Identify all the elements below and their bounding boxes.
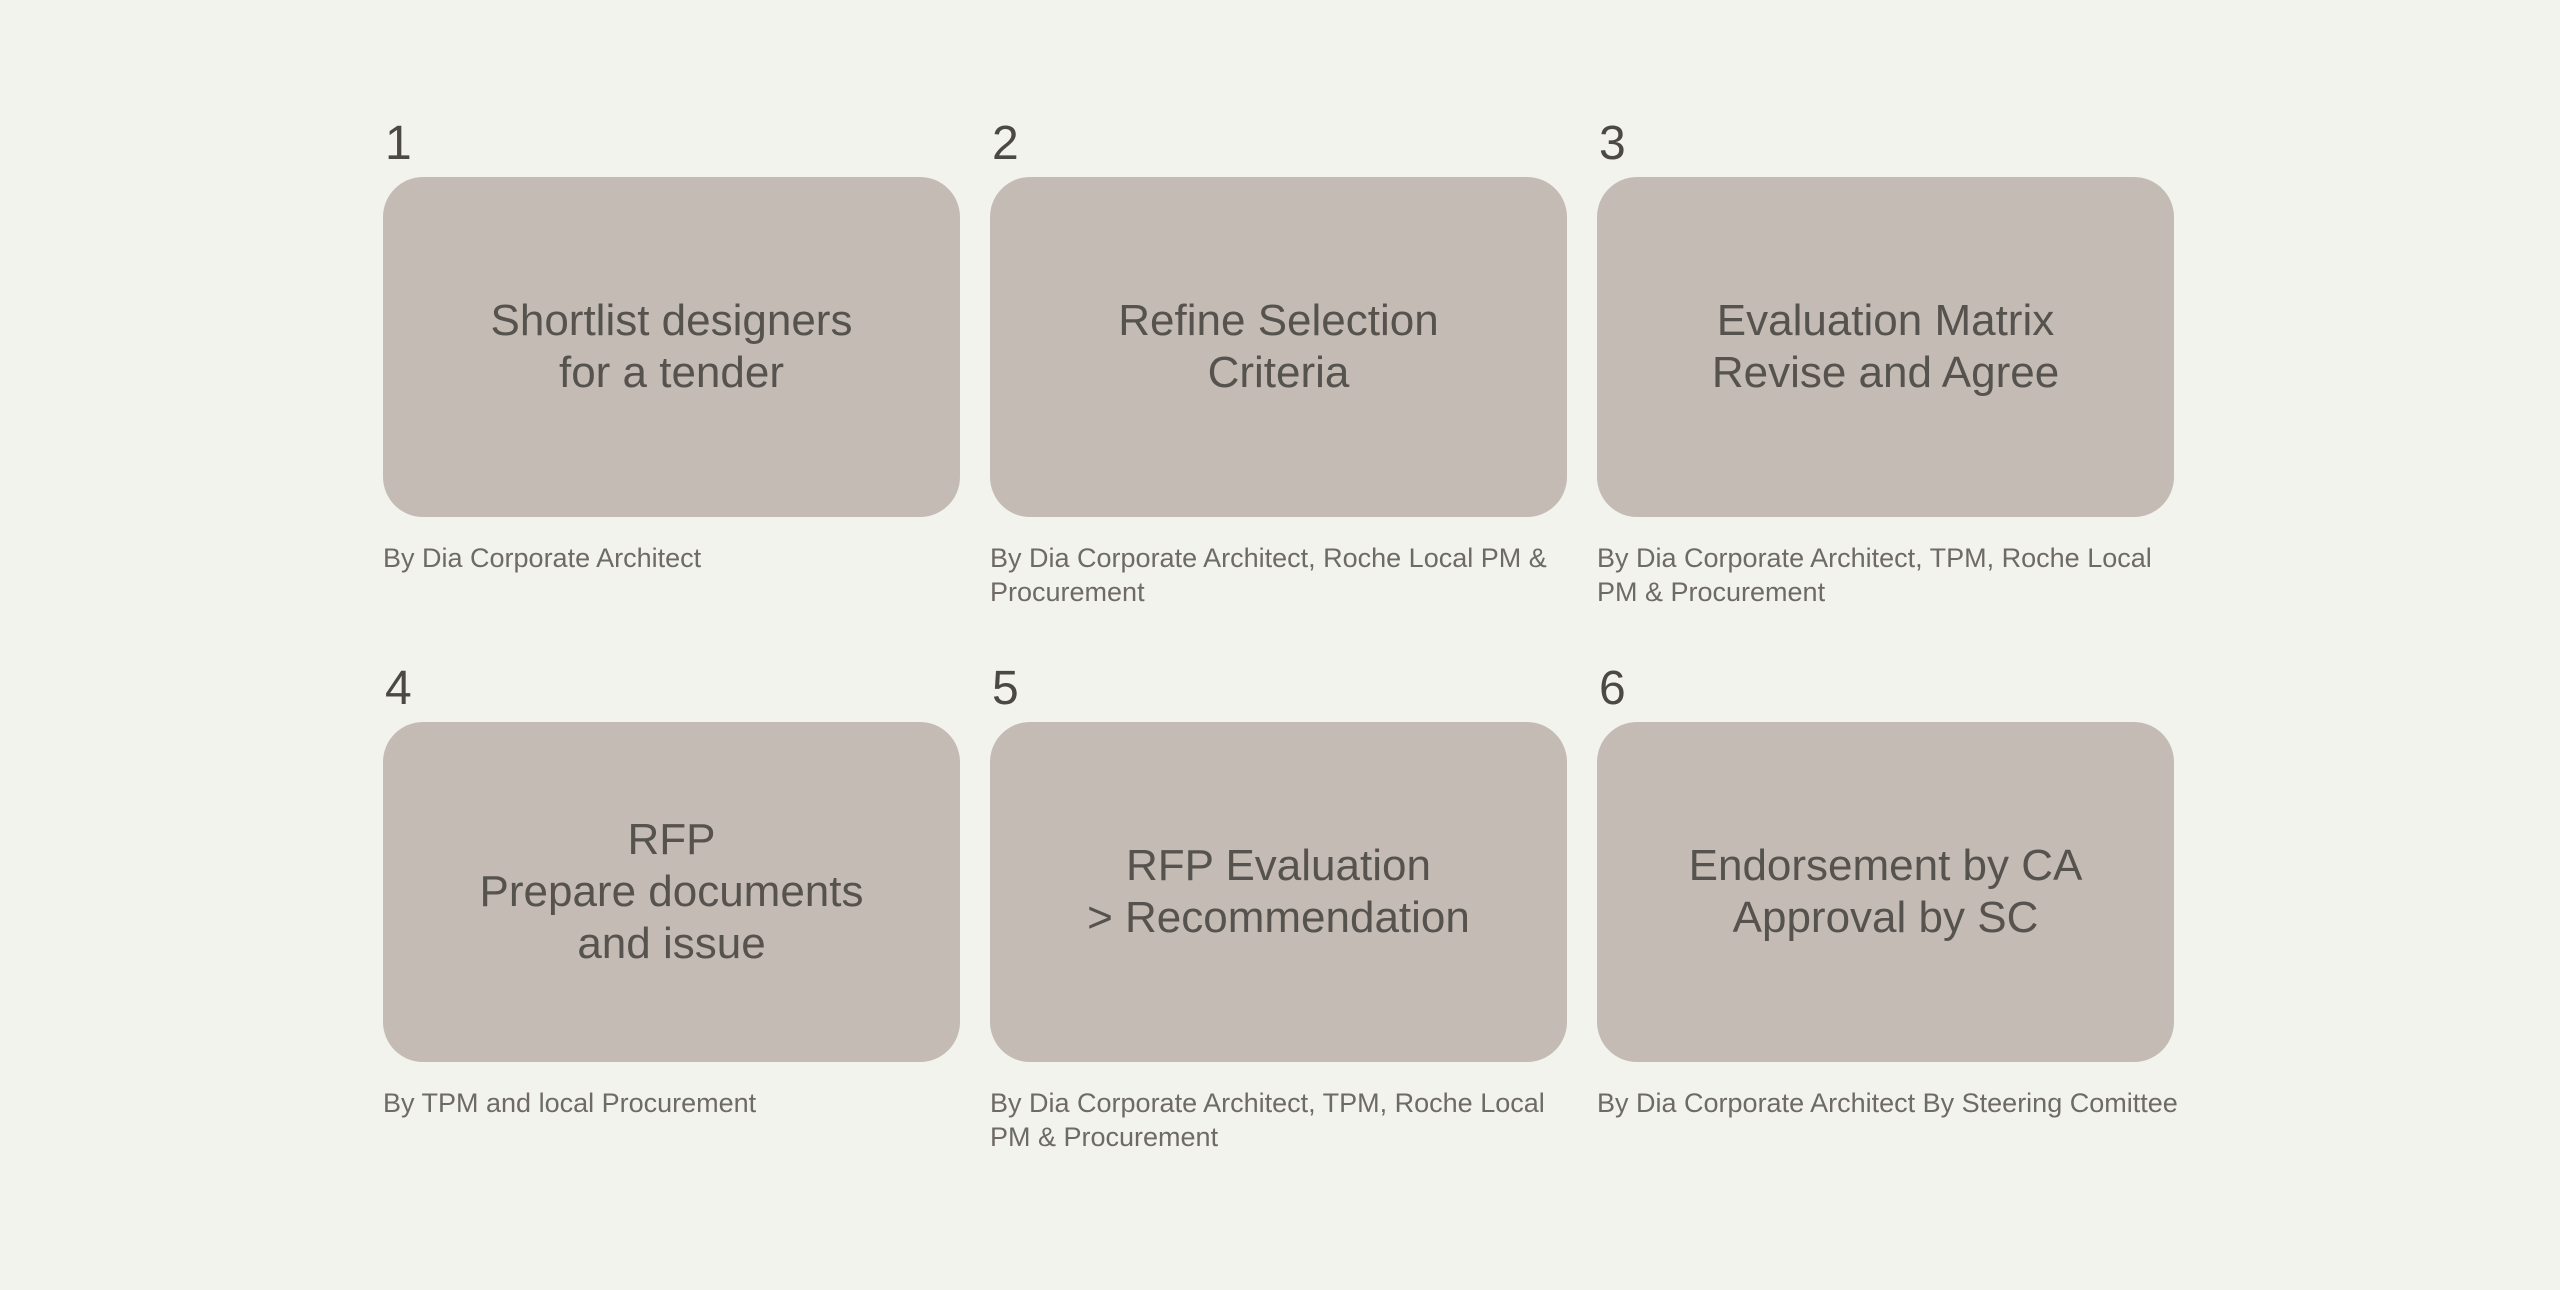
step-card: RFP Evaluation > Recommendation [990, 722, 1567, 1062]
step-number: 5 [992, 662, 1019, 715]
step-card: Endorsement by CA Approval by SC [1597, 722, 2174, 1062]
step-attribution: By Dia Corporate Architect, Roche Local … [990, 543, 1547, 607]
step-attribution: By Dia Corporate Architect [383, 543, 702, 573]
step-card: Shortlist designers for a tender [383, 177, 960, 517]
step-number: 1 [385, 117, 412, 170]
step-attribution: By TPM and local Procurement [383, 1088, 757, 1118]
process-step-2: 2 Refine Selection Criteria By Dia Corpo… [990, 115, 1567, 660]
step-card: Refine Selection Criteria [990, 177, 1567, 517]
step-attribution: By Dia Corporate Architect, TPM, Roche L… [990, 1088, 1545, 1152]
step-title: Refine Selection Criteria [1118, 296, 1439, 397]
step-title: Endorsement by CA Approval by SC [1688, 841, 2083, 942]
step-title: Evaluation Matrix Revise and Agree [1711, 296, 2060, 397]
process-step-3: 3 Evaluation Matrix Revise and Agree By … [1597, 115, 2174, 660]
process-step-5: 5 RFP Evaluation > Recommendation By Dia… [990, 660, 1567, 1205]
step-number: 3 [1599, 117, 1626, 170]
step-title: RFP Evaluation > Recommendation [1087, 841, 1470, 942]
step-attribution: By Dia Corporate Architect, TPM, Roche L… [1597, 543, 2152, 607]
process-steps-grid: 1 Shortlist designers for a tender By Di… [383, 115, 2178, 1205]
step-card: Evaluation Matrix Revise and Agree [1597, 177, 2174, 517]
step-number: 2 [992, 117, 1019, 170]
process-step-1: 1 Shortlist designers for a tender By Di… [383, 115, 960, 660]
process-step-6: 6 Endorsement by CA Approval by SC By Di… [1597, 660, 2178, 1205]
step-number: 6 [1599, 662, 1626, 715]
step-card: RFP Prepare documents and issue [383, 722, 960, 1062]
step-title: RFP Prepare documents and issue [479, 815, 864, 968]
step-number: 4 [385, 662, 412, 715]
process-step-4: 4 RFP Prepare documents and issue By TPM… [383, 660, 960, 1205]
step-attribution: By Dia Corporate Architect By Steering C… [1597, 1088, 2178, 1118]
step-title: Shortlist designers for a tender [490, 296, 853, 397]
